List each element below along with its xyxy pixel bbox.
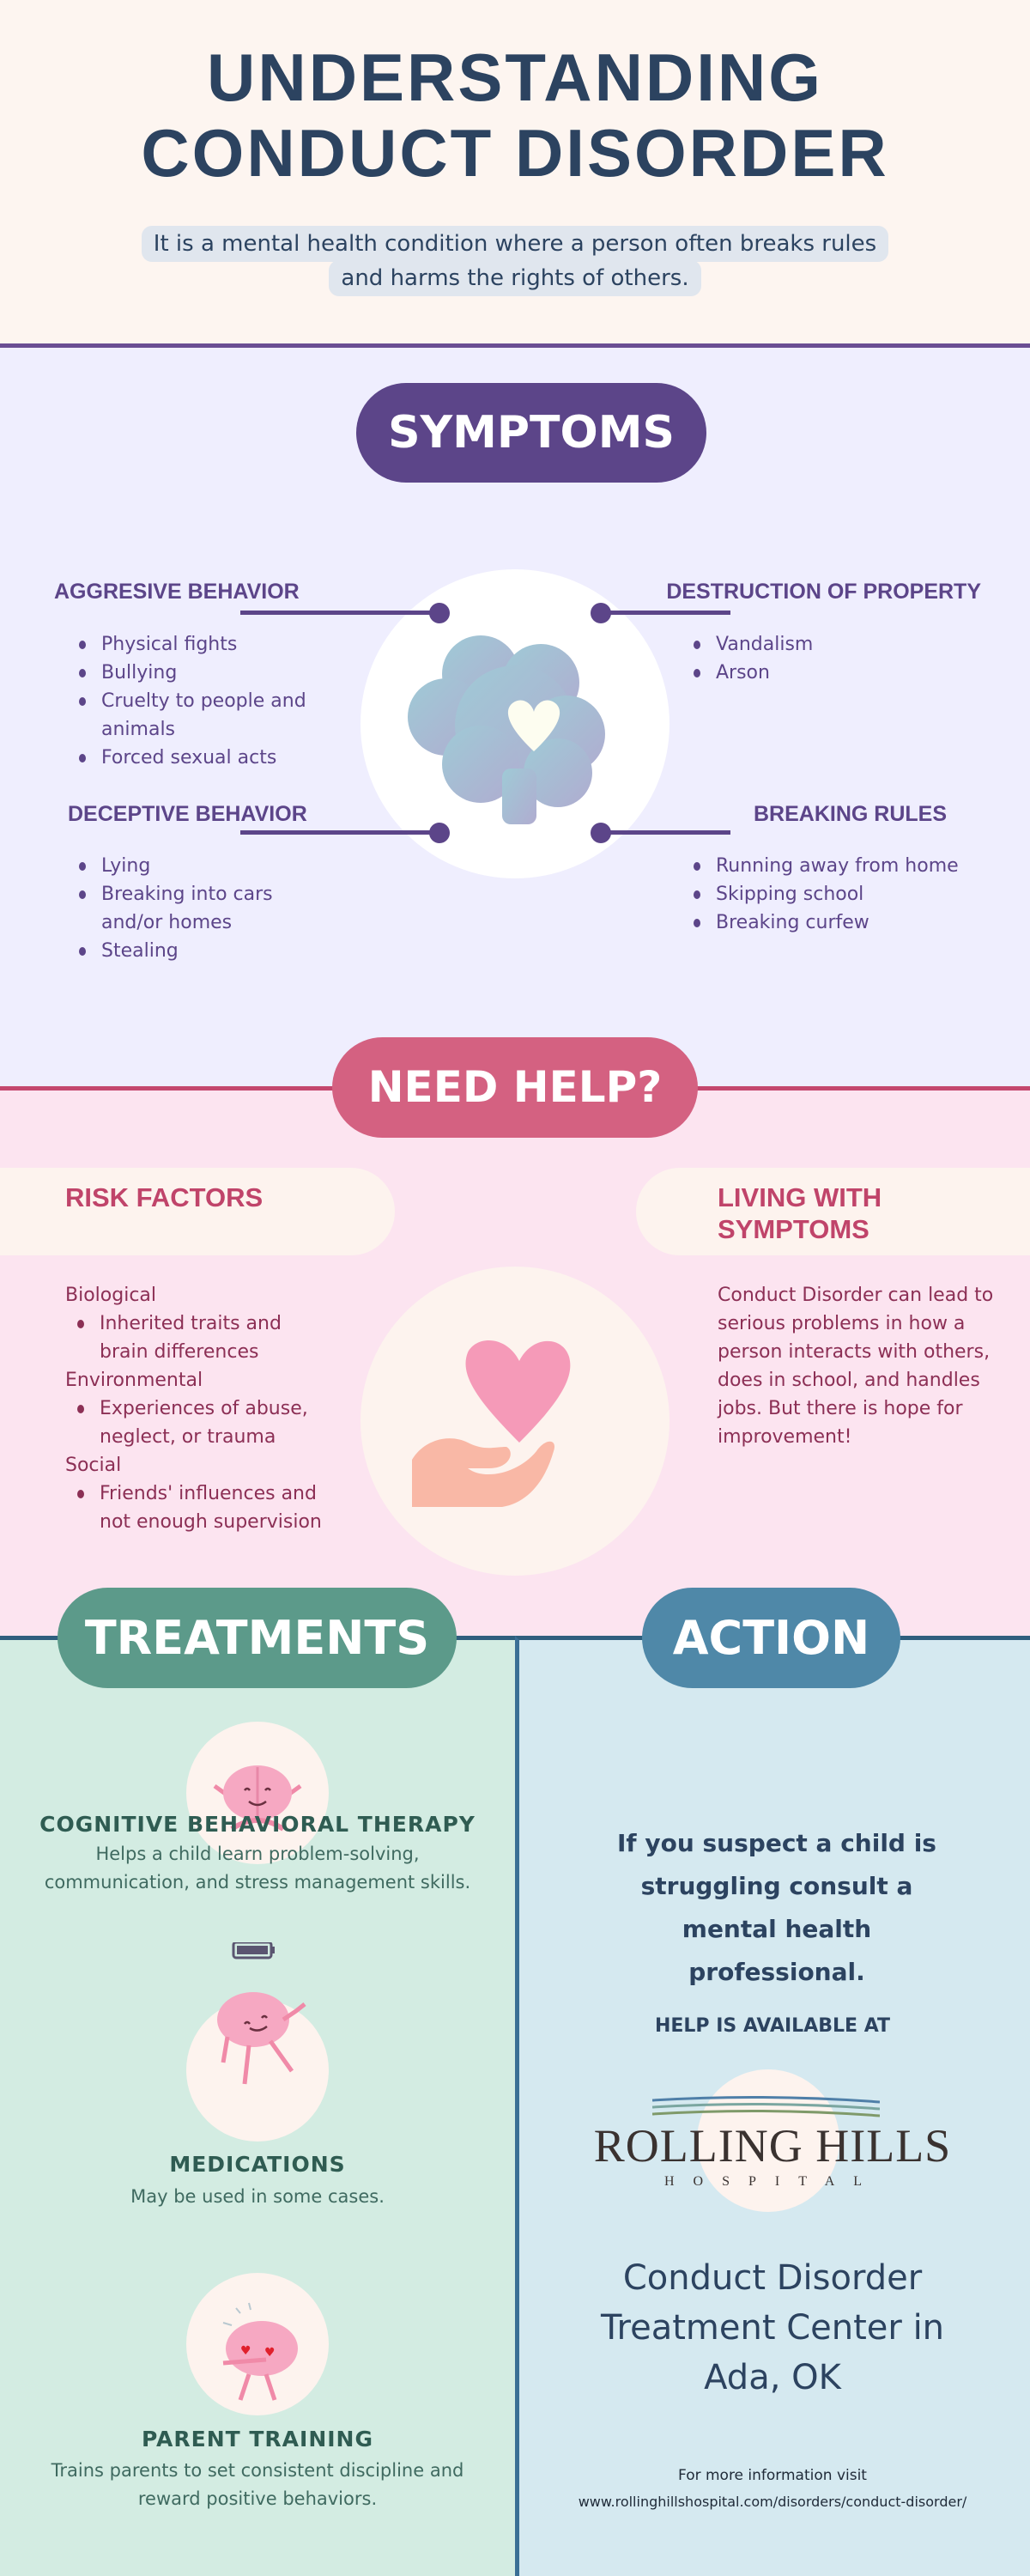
aggressive-behavior-list: Physical fights Bullying Cruelty to peop… xyxy=(77,630,352,772)
list-item: Inherited traits and brain differences xyxy=(65,1309,314,1366)
aggressive-behavior-title: AGGRESIVE BEHAVIOR xyxy=(54,580,300,604)
risk-factors-tab xyxy=(0,1168,395,1255)
more-info-text: For more information visit xyxy=(678,2467,867,2484)
connector-dot xyxy=(429,823,450,843)
deceptive-behavior-title: DECEPTIVE BEHAVIOR xyxy=(68,802,307,826)
brain-heart-icon xyxy=(408,635,605,824)
need-help-section: RISK FACTORS LIVING WITH SYMPTOMS Biolog… xyxy=(0,1086,1030,1636)
list-item: Bullying xyxy=(77,659,352,687)
symptoms-section: SYMPTOMS AGGRESIVE BEHAVIOR Physical fig… xyxy=(0,343,1030,1087)
connector-dot xyxy=(429,603,450,623)
risk-category: Environmental xyxy=(65,1370,203,1391)
treatment-center-text: Conduct Disorder Treatment Center in Ada… xyxy=(600,2258,945,2397)
connector-line xyxy=(240,611,439,615)
treatment-title: COGNITIVE BEHAVIORAL THERAPY xyxy=(39,1812,476,1837)
rolling-hills-logo: ROLLING HILLS HOSPITAL xyxy=(584,2095,961,2198)
list-item: Breaking into cars and/or homes xyxy=(77,880,326,937)
list-item: Forced sexual acts xyxy=(77,744,352,772)
list-item: Skipping school xyxy=(692,880,1018,908)
list-item: Friends' influences and not enough super… xyxy=(65,1479,348,1536)
treatments-heading: TREATMENTS xyxy=(58,1588,457,1688)
action-heading: ACTION xyxy=(642,1588,900,1688)
list-item: Experiences of abuse, neglect, or trauma xyxy=(65,1394,323,1451)
living-tab xyxy=(636,1168,1030,1255)
treatment-title: PARENT TRAINING xyxy=(141,2427,373,2451)
love-brain-icon: ♥♥ xyxy=(222,2302,298,2401)
destruction-of-property-list: Vandalism Arson xyxy=(692,630,1001,687)
treatment-desc: Helps a child learn problem-solving, com… xyxy=(44,1844,471,1893)
living-with-symptoms-text: Conduct Disorder can lead to serious pro… xyxy=(718,1285,994,1448)
list-item: Physical fights xyxy=(77,630,352,659)
treatment-title: MEDICATIONS xyxy=(169,2152,346,2177)
logo-sub: HOSPITAL xyxy=(663,2174,882,2189)
breaking-rules-list: Running away from home Skipping school B… xyxy=(692,852,1018,937)
list-item: Stealing xyxy=(77,937,326,965)
destruction-of-property-title: DESTRUCTION OF PROPERTY xyxy=(666,580,981,604)
risk-category: Biological xyxy=(65,1285,157,1306)
risk-factors-title: RISK FACTORS xyxy=(65,1182,264,1212)
treatment-desc: Trains parents to set consistent discipl… xyxy=(51,2460,464,2509)
action-section: If you suspect a child is struggling con… xyxy=(515,1636,1030,2576)
connector-line xyxy=(240,830,439,835)
page-title-line2: CONDUCT DISORDER xyxy=(141,115,889,191)
page-title-line1: UNDERSTANDING xyxy=(207,39,823,115)
deceptive-behavior-list: Lying Breaking into cars and/or homes St… xyxy=(77,852,326,965)
header-section: UNDERSTANDING CONDUCT DISORDER It is a m… xyxy=(0,0,1030,343)
list-item: Breaking curfew xyxy=(692,908,1018,937)
meditating-brain-icon xyxy=(213,1765,302,1832)
breaking-rules-title: BREAKING RULES xyxy=(754,802,948,826)
risk-category: Social xyxy=(65,1455,122,1476)
connector-line xyxy=(600,830,730,835)
symptoms-heading: SYMPTOMS xyxy=(356,383,706,483)
energized-brain-icon xyxy=(217,1942,306,2085)
treatment-desc: May be used in some cases. xyxy=(130,2186,385,2207)
list-item: Vandalism xyxy=(692,630,1001,659)
info-url-link[interactable]: www.rollinghillshospital.com/disorders/c… xyxy=(578,2494,967,2510)
action-message: If you suspect a child is struggling con… xyxy=(617,1829,936,1986)
waves-icon xyxy=(652,2095,880,2117)
logo-name: ROLLING HILLS xyxy=(593,2120,952,2172)
need-help-heading: NEED HELP? xyxy=(332,1037,698,1138)
list-item: Arson xyxy=(692,659,1001,687)
svg-text:♥: ♥ xyxy=(240,2344,251,2358)
help-available-label: HELP IS AVAILABLE AT xyxy=(654,2015,891,2037)
connector-line xyxy=(600,611,730,615)
list-item: Running away from home xyxy=(692,852,1018,880)
connector-dot xyxy=(591,603,611,623)
svg-text:♥: ♥ xyxy=(264,2346,276,2360)
hand-heart-icon xyxy=(412,1340,571,1507)
subtitle: It is a mental health condition where a … xyxy=(129,226,901,296)
connector-dot xyxy=(591,823,611,843)
living-with-symptoms-title: LIVING WITH SYMPTOMS xyxy=(718,1182,882,1244)
logo-circle xyxy=(697,2069,839,2212)
list-item: Cruelty to people and animals xyxy=(77,687,352,744)
list-item: Lying xyxy=(77,852,326,880)
treatments-section: COGNITIVE BEHAVIORAL THERAPY Helps a chi… xyxy=(0,1636,515,2576)
risk-factors-list: Biological Inherited traits and brain di… xyxy=(65,1281,348,1536)
